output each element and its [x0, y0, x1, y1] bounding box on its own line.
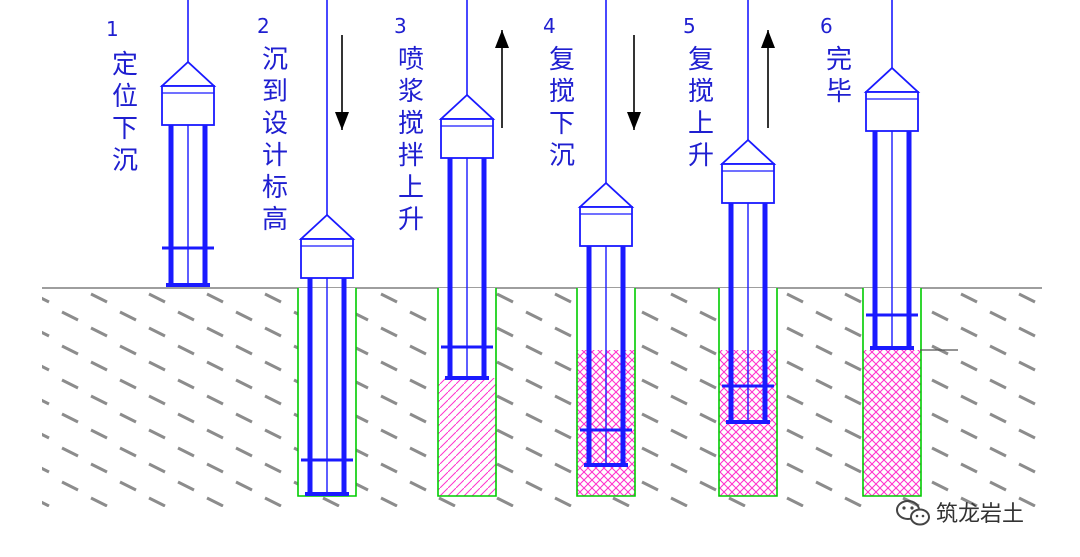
step-label-char: 沉 — [549, 141, 575, 171]
hole-outline — [862, 288, 922, 497]
step-label-char: 上 — [688, 109, 714, 139]
power-head-cone — [719, 138, 777, 165]
step-label-char: 拌 — [398, 141, 424, 171]
mixing-rig — [298, 0, 356, 496]
step-label-char: 搅 — [398, 109, 424, 139]
step-number: 5 — [683, 14, 696, 38]
power-head-cone — [298, 213, 356, 240]
power-head-box — [300, 238, 354, 279]
power-head-box — [579, 206, 633, 247]
arrow-head — [495, 30, 509, 48]
arrow-down-icon — [627, 35, 641, 130]
mixing-rig — [438, 0, 496, 380]
step-2-label: 2 沉 到 设 计 标 高 — [257, 14, 288, 235]
power-head-cone — [863, 66, 921, 93]
wechat-icon — [896, 500, 930, 526]
step-number: 4 — [543, 14, 556, 38]
step-6-label: 6 完 毕 — [820, 14, 852, 107]
step-label-char: 到 — [262, 77, 288, 107]
step-label-char: 下 — [549, 109, 575, 139]
mixing-rig — [577, 0, 635, 467]
step-label-char: 沉 — [262, 45, 288, 75]
step-label-char: 计 — [262, 141, 288, 171]
step-label-char: 沉 — [112, 146, 138, 176]
step-label-char: 标 — [262, 173, 288, 203]
step-label-char: 升 — [688, 141, 714, 171]
step-label-char: 复 — [688, 45, 714, 75]
step-1-label: 1 定 位 下 沉 — [106, 17, 138, 176]
step-label-char: 复 — [549, 45, 575, 75]
hole-outline — [718, 288, 778, 497]
arrow-down-icon — [335, 35, 349, 130]
step-label-char: 浆 — [398, 77, 424, 107]
mixing-rigs — [159, 0, 958, 496]
arrow-head — [761, 30, 775, 48]
step-label-char: 完 — [826, 45, 852, 75]
mixing-rig — [719, 0, 777, 424]
step-label-char: 喷 — [398, 45, 424, 75]
step-number: 3 — [394, 14, 407, 38]
step-label-char: 下 — [112, 114, 138, 144]
power-head-cone — [438, 93, 496, 120]
mixing-rig — [159, 0, 217, 287]
step-label-char: 上 — [398, 173, 424, 203]
hole-outline — [437, 288, 497, 497]
power-head-cone — [577, 181, 635, 208]
hole-outline — [576, 288, 636, 497]
grout-column — [438, 378, 496, 496]
grout-column — [863, 350, 921, 496]
step-number: 2 — [257, 14, 270, 38]
power-head-box — [865, 91, 919, 132]
step-label-char: 升 — [398, 205, 424, 235]
step-label-char: 定 — [112, 50, 138, 80]
power-head-box — [440, 118, 494, 159]
watermark-text: 筑龙岩土 — [936, 502, 1024, 527]
mixing-rig — [863, 0, 921, 350]
step-3-label: 3 喷 浆 搅 拌 上 升 — [394, 14, 424, 235]
arrow-head — [335, 112, 349, 130]
power-head-box — [161, 85, 215, 126]
step-label-char: 毕 — [826, 77, 852, 107]
direction-arrows — [335, 30, 775, 130]
step-label-char: 高 — [262, 205, 288, 235]
step-5-label: 5 复 搅 上 升 — [683, 14, 714, 171]
step-label-char: 位 — [112, 82, 138, 112]
step-label-char: 设 — [262, 109, 288, 139]
arrow-up-icon — [761, 30, 775, 128]
power-head-cone — [159, 60, 217, 87]
step-label-char: 搅 — [688, 77, 714, 107]
arrow-head — [627, 112, 641, 130]
step-4-label: 4 复 搅 下 沉 — [543, 14, 575, 171]
arrow-up-icon — [495, 30, 509, 128]
step-number: 1 — [106, 17, 119, 41]
watermark: 筑龙岩土 — [896, 500, 1024, 527]
step-label-char: 搅 — [549, 77, 575, 107]
step-number: 6 — [820, 14, 833, 38]
power-head-box — [721, 163, 775, 204]
